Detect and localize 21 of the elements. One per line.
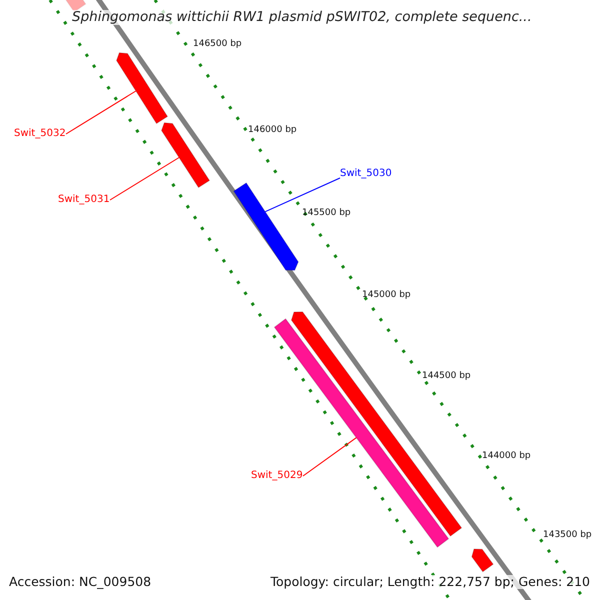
gene-label: Swit_5030	[340, 168, 392, 179]
gene-label: Swit_5032	[14, 128, 66, 139]
scale-tick-label: 143500 bp	[543, 531, 592, 541]
scale-tick-label: 146000 bp	[248, 126, 297, 136]
leader-line	[264, 178, 340, 212]
gene-label: Swit_5029	[251, 470, 303, 481]
gene-block	[160, 122, 210, 188]
summary-text: Topology: circular; Length: 222,757 bp; Genes: 210	[270, 575, 590, 589]
gene-block	[471, 548, 494, 572]
scale-tick-label: 145000 bp	[362, 291, 411, 301]
scale-tick-label: 146500 bp	[193, 40, 242, 50]
leader-line	[66, 90, 136, 134]
scale-tick-label: 144500 bp	[422, 372, 471, 382]
gene-block	[116, 52, 168, 124]
gene-label: Swit_5031	[58, 194, 110, 205]
scale-tick-label: 145500 bp	[302, 209, 351, 219]
leader-line	[110, 157, 180, 200]
gene-block	[233, 182, 299, 271]
accession-text: Accession: NC_009508	[9, 575, 152, 589]
leader-line	[302, 437, 357, 476]
scale-tick-label: 144000 bp	[482, 452, 531, 462]
